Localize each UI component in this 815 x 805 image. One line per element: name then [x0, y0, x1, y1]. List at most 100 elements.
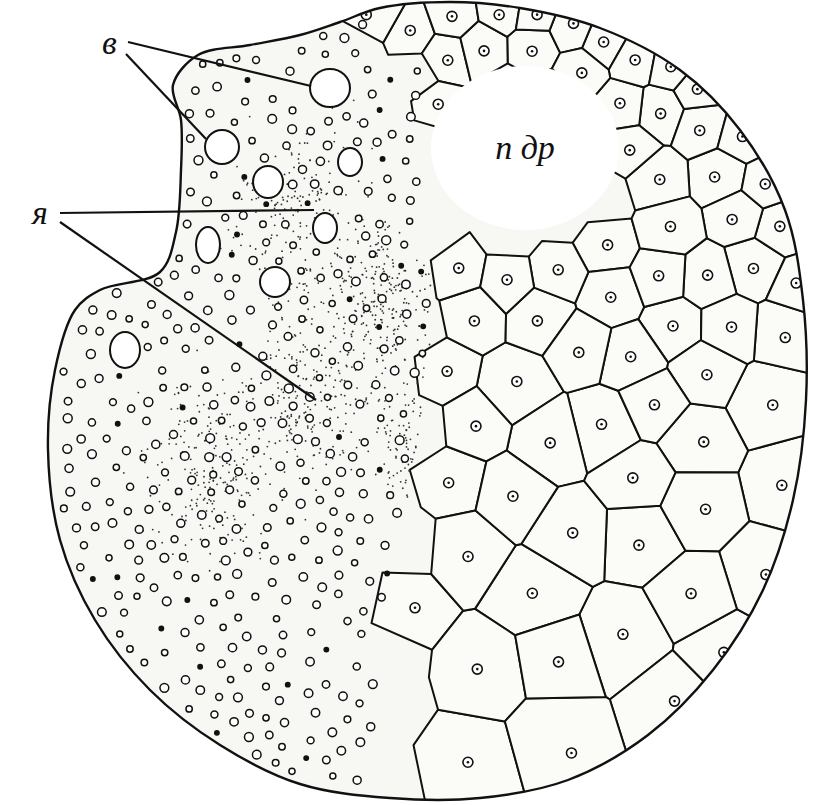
nucleus: [96, 328, 103, 335]
stipple-dot: [345, 194, 347, 196]
cell-nucleus: [606, 292, 616, 302]
stipple-dot: [212, 480, 214, 482]
stipple-dot: [235, 476, 237, 478]
stipple-dot: [317, 193, 319, 195]
stipple-dot: [381, 322, 383, 324]
stipple-dot: [293, 167, 295, 169]
nucleus: [378, 415, 384, 421]
stipple-dot: [367, 331, 369, 333]
nucleus: [312, 438, 320, 446]
stipple-dot: [270, 237, 272, 239]
stipple-dot: [404, 298, 406, 300]
stipple-dot: [353, 349, 355, 351]
cell: [423, 0, 479, 38]
nucleus: [218, 417, 224, 423]
cell-nucleus: [502, 275, 512, 285]
cell: [584, 440, 675, 509]
nucleus: [91, 478, 99, 486]
nucleus: [307, 127, 314, 134]
stipple-dot: [307, 142, 309, 144]
nucleus: [174, 325, 182, 333]
nucleus: [252, 447, 258, 453]
nucleus: [300, 296, 307, 303]
nucleus: [213, 82, 221, 90]
cell-nucleus: [566, 748, 576, 758]
cell-nucleus: [686, 589, 696, 599]
cell-nucleus: [463, 552, 473, 562]
stipple-dot: [348, 275, 350, 277]
nucleus: [349, 315, 357, 323]
cell-nucleus: [628, 473, 638, 483]
stipple-dot: [344, 322, 346, 324]
nucleus: [230, 718, 238, 726]
stipple-dot: [281, 203, 283, 205]
nucleus: [143, 417, 150, 424]
stipple-dot: [359, 439, 361, 441]
nucleus: [218, 660, 225, 667]
stipple-dot: [393, 333, 395, 335]
nucleus: [419, 350, 425, 356]
stipple-dot: [181, 516, 183, 518]
nucleus: [124, 508, 131, 515]
stipple-dot: [395, 311, 397, 313]
nucleus: [228, 644, 236, 652]
stipple-dot: [306, 237, 308, 239]
stipple-dot: [297, 236, 299, 238]
nucleus: [216, 515, 223, 522]
nucleus: [278, 419, 286, 427]
stipple-dot: [304, 259, 306, 261]
nucleolus: [653, 404, 656, 407]
stipple-dot: [356, 387, 358, 389]
stipple-dot: [299, 385, 301, 387]
cell-nucleus: [532, 316, 542, 326]
nucleolus: [659, 112, 662, 115]
nucleus: [316, 557, 322, 563]
cell: [610, 650, 815, 805]
nucleus: [106, 555, 112, 561]
stipple-dot: [337, 416, 339, 418]
nucleus: [244, 733, 253, 742]
stipple-dot: [313, 454, 315, 456]
stipple-dot: [369, 343, 371, 345]
leader-line: [126, 54, 206, 139]
nucleus: [77, 380, 85, 388]
stipple-dot: [407, 448, 409, 450]
stipple-dot: [328, 311, 330, 313]
stipple-dot: [243, 463, 245, 465]
cell-nucleus: [443, 55, 453, 65]
stipple-dot: [185, 520, 187, 522]
stipple-dot: [373, 305, 375, 307]
stipple-dot: [189, 386, 191, 388]
nucleolus: [764, 183, 767, 186]
stipple-dot: [333, 326, 335, 328]
nucleolus: [570, 752, 573, 755]
cell: [660, 472, 749, 551]
stipple-dot: [215, 445, 217, 447]
nucleus: [290, 242, 297, 249]
stipple-dot: [243, 180, 245, 182]
stipple-dot: [161, 542, 163, 544]
stipple-dot: [397, 284, 399, 286]
stipple-dot: [313, 424, 315, 426]
stipple-dot: [286, 451, 288, 453]
cell-nucleus: [597, 419, 607, 429]
stipple-dot: [393, 286, 395, 288]
vacuole: [313, 213, 337, 243]
nucleus: [82, 503, 90, 511]
stipple-dot: [329, 417, 331, 419]
stipple-dot: [242, 457, 244, 459]
stipple-dot: [350, 469, 352, 471]
stipple-dot: [350, 334, 352, 336]
nucleus: [126, 316, 132, 322]
stipple-dot: [238, 391, 240, 393]
stipple-dot: [216, 394, 218, 396]
stipple-dot: [319, 422, 321, 424]
nucleus: [262, 371, 271, 380]
stipple-dot: [249, 494, 251, 496]
nucleus: [257, 419, 265, 427]
nucleus: [407, 218, 413, 224]
stipple-dot: [325, 463, 327, 465]
stipple-dot: [374, 273, 376, 275]
stipple-dot: [302, 283, 304, 285]
stipple-dot: [294, 195, 296, 197]
